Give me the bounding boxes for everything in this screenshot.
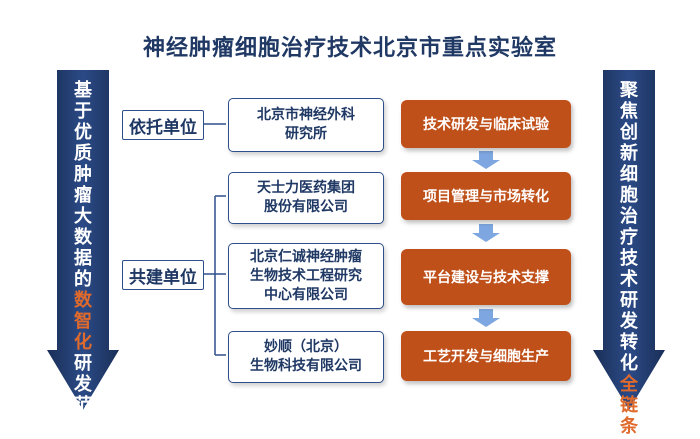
arrow-char: 治 [620, 206, 638, 227]
left-vertical-arrow: 基于优质肿瘤大数据的数智化研发范式 [47, 70, 119, 437]
unit-line: 生物技术工程研究 [250, 267, 362, 284]
diagram-title: 神经肿瘤细胞治疗技术北京市重点实验室 [142, 36, 557, 61]
cobuild-label: 共建单位 [122, 260, 204, 290]
arrow-char: 于 [74, 101, 92, 122]
flow-arrow-3 [472, 309, 500, 327]
arrow-char: 瘤 [74, 185, 92, 206]
arrow-char: 优 [74, 122, 92, 143]
unit-box-miaoshun: 妙顺（北京） 生物科技有限公司 [228, 331, 384, 383]
arrow-char: 发 [74, 374, 92, 395]
arrow-char: 研 [620, 290, 638, 311]
right-arrow-shape [593, 70, 665, 410]
unit-box-tasly: 天士力医药集团 股份有限公司 [228, 172, 384, 224]
highlight-char: 数 [74, 290, 92, 311]
flow-arrow-2 [472, 224, 500, 242]
task-box-platform-support: 平台建设与技术支撑 [401, 249, 571, 305]
arrow-char: 质 [74, 143, 92, 164]
task-box-project-market: 项目管理与市场转化 [401, 172, 571, 220]
arrow-char: 创 [620, 122, 638, 143]
unit-line: 北京仁诚神经肿瘤 [250, 248, 362, 265]
unit-line: 天士力医药集团 [257, 180, 355, 196]
unit-box-rencheng: 北京仁诚神经肿瘤 生物技术工程研究 中心有限公司 [228, 243, 384, 309]
highlight-char: 智 [74, 311, 92, 332]
left-arrow-shape [47, 70, 119, 410]
arrow-char: 据 [74, 248, 92, 269]
highlight-char: 全 [620, 374, 638, 395]
arrow-char: 化 [620, 353, 638, 374]
task-box-process-production: 工艺开发与细胞生产 [401, 331, 571, 381]
right-vertical-arrow: 聚焦创新细胞治疗技术研发转化全链条 [593, 70, 665, 437]
arrow-char: 大 [74, 206, 92, 227]
highlight-char: 链 [620, 395, 638, 416]
arrow-char: 范 [74, 395, 92, 416]
arrow-char: 胞 [620, 185, 638, 206]
arrow-char: 新 [620, 143, 638, 164]
arrow-char: 聚 [620, 80, 638, 101]
unit-line: 北京市神经外科 [257, 107, 355, 123]
highlight-char: 条 [620, 416, 638, 437]
arrow-char: 发 [620, 311, 638, 332]
arrow-char: 焦 [620, 101, 638, 122]
arrow-char: 的 [74, 269, 92, 290]
arrow-char: 技 [620, 248, 638, 269]
unit-box-neurosurgery-institute: 北京市神经外科 研究所 [228, 98, 384, 152]
arrow-char: 研 [74, 353, 92, 374]
arrow-char: 术 [620, 269, 638, 290]
reliance-label: 依托单位 [122, 110, 204, 140]
arrow-char: 式 [74, 416, 92, 437]
unit-line: 生物科技有限公司 [250, 358, 362, 374]
arrow-char: 细 [620, 164, 638, 185]
task-box-rd-clinical: 技术研发与临床试验 [401, 100, 571, 148]
arrow-char: 转 [620, 332, 638, 353]
unit-line: 研究所 [285, 126, 327, 142]
arrow-char: 数 [74, 227, 92, 248]
arrow-char: 肿 [74, 164, 92, 185]
highlight-char: 化 [74, 332, 92, 353]
unit-line: 中心有限公司 [264, 286, 348, 303]
right-arrow-text: 聚焦创新细胞治疗技术研发转化全链条 [593, 80, 665, 437]
left-arrow-text: 基于优质肿瘤大数据的数智化研发范式 [47, 80, 119, 437]
unit-line: 股份有限公司 [264, 199, 348, 215]
unit-line: 妙顺（北京） [264, 339, 348, 355]
arrow-char: 疗 [620, 227, 638, 248]
flow-arrow-1 [472, 151, 500, 169]
arrow-char: 基 [74, 80, 92, 101]
